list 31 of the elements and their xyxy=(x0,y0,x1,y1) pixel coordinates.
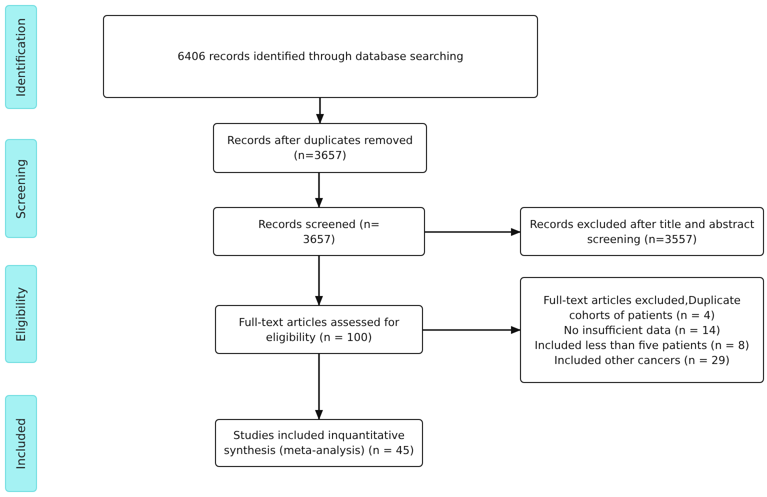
stage-label: Eligibility xyxy=(14,286,28,342)
box-text: Included less than five patients (n = 8) xyxy=(534,338,750,352)
arrow xyxy=(315,354,323,420)
stage-band xyxy=(5,5,37,109)
box-text: Included other cancers (n = 29) xyxy=(554,352,730,368)
box-text: 6406 records identified through database searching xyxy=(178,49,464,64)
arrow xyxy=(315,173,323,208)
stage-label: Included xyxy=(14,418,28,470)
process-box xyxy=(520,207,764,256)
arrow xyxy=(315,256,323,306)
process-box xyxy=(215,305,423,354)
arrow xyxy=(316,98,324,124)
box-text: Studies included inquantitative synthesis (meta-analysis) (n = 45) xyxy=(222,428,416,458)
box-text: Full-text articles assessed for eligibility (n = 100) xyxy=(238,314,400,344)
box-text: Records after duplicates removed (n=3657) xyxy=(226,133,414,163)
stage-band xyxy=(5,139,37,238)
arrow xyxy=(423,326,521,334)
process-box xyxy=(103,15,538,98)
arrow xyxy=(425,228,521,236)
process-box xyxy=(215,419,423,467)
box-text: Records excluded after title and abstract screening (n=3557) xyxy=(529,216,755,246)
stage-band xyxy=(5,265,37,363)
process-box xyxy=(213,207,425,256)
stage-label: Identification xyxy=(14,18,28,96)
box-text: No insufficient data (n = 14) xyxy=(564,322,720,338)
stage-label: Screening xyxy=(14,158,28,218)
box-text: Records screened (n= 3657) xyxy=(257,216,381,246)
process-box xyxy=(213,123,427,173)
box-text: Full-text articles excluded,Duplicate cohorts of patients (n = 4) xyxy=(542,292,742,322)
process-box xyxy=(520,277,764,383)
stage-band xyxy=(5,395,37,492)
